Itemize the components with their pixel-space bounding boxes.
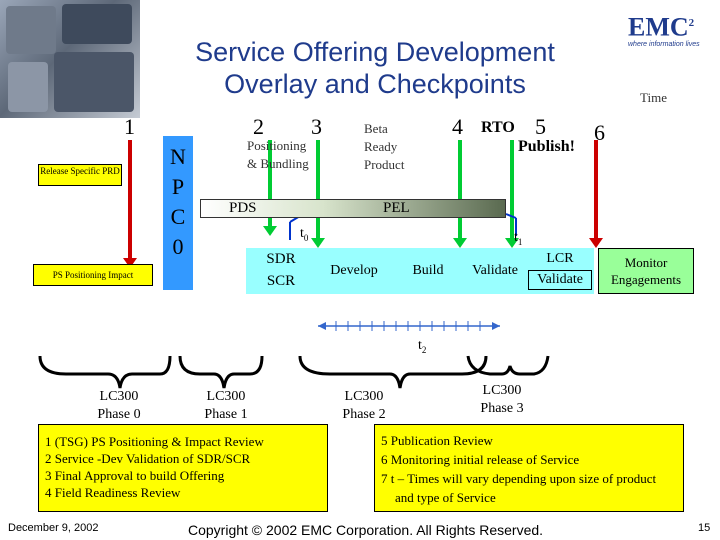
phase-1-line-2: Phase 1: [204, 407, 248, 422]
brace-phase-3: [466, 355, 550, 376]
milestone-arrow-2: [263, 140, 277, 236]
t2-sub: 2: [421, 344, 427, 355]
time-label: Time: [640, 90, 667, 105]
beta-line-3: Product: [364, 157, 405, 172]
phase-2-label: LC300 Phase 2: [331, 388, 397, 424]
legend-left-item: 3 Final Approval to build Offering: [45, 468, 225, 483]
title-line-2: Overlay and Checkpoints: [224, 69, 526, 99]
sdr-scr-box: SDR SCR: [246, 248, 316, 294]
t1-sub: 1: [517, 236, 523, 247]
positioning-line-1: Positioning: [247, 138, 307, 153]
brace-phase-2: [298, 355, 488, 389]
t1-arrow: [505, 213, 517, 236]
milestone-arrow-3: [311, 140, 325, 248]
phase-0-label: LC300 Phase 0: [86, 388, 152, 424]
milestone-rto: RTO: [481, 119, 515, 136]
npco-column: N P C 0: [163, 136, 193, 290]
pel-label: PEL: [383, 200, 410, 216]
legend-left-item: 2 Service -Dev Validation of SDR/SCR: [45, 451, 251, 466]
t2-letter: t: [418, 338, 422, 353]
lcr-box: LCR Validate: [526, 248, 594, 294]
milestone-3: 3: [311, 114, 322, 139]
phase-3-line-1: LC300: [482, 383, 522, 398]
legend-right-item: and type of Service: [395, 490, 496, 505]
slide-title: Service Offering Development Overlay and…: [120, 36, 630, 100]
beta-line-1: Beta: [364, 121, 388, 136]
legend-right-item: 6 Monitoring initial release of Service: [381, 452, 580, 467]
legend-right-item: 5 Publication Review: [381, 433, 493, 448]
lcr-validate-label: Validate: [528, 270, 592, 290]
legend-right-item: 7 t – Times will vary depending upon siz…: [381, 471, 657, 486]
monitor-line-1: Monitor: [624, 255, 668, 270]
emc-logo: EMC2 where information lives: [628, 10, 714, 48]
brace-phase-0: [38, 355, 172, 389]
milestone-arrow-6: [589, 140, 603, 248]
t0-letter: t: [300, 226, 304, 241]
npco-letter-p: P: [171, 174, 185, 199]
t2-timeline: [318, 321, 500, 331]
milestone-2: 2: [253, 114, 264, 139]
t2-label: t2: [418, 338, 426, 355]
legend-left-item: 4 Field Readiness Review: [45, 485, 181, 500]
brace-phase-1: [178, 355, 264, 389]
title-line-1: Service Offering Development: [195, 37, 555, 67]
npco-letter-n: N: [170, 144, 186, 169]
t1-letter: t: [514, 230, 518, 245]
logo-superscript: 2: [688, 17, 695, 29]
logo-tagline: where information lives: [628, 40, 700, 48]
legend-right-box: 5 Publication Review 6 Monitoring initia…: [374, 424, 684, 512]
milestone-5: 5: [535, 114, 546, 139]
positioning-bundling-label: Positioning & Bundling: [247, 137, 309, 173]
npco-letter-c: C: [170, 204, 186, 229]
publish-label: Publish!: [518, 138, 575, 155]
milestone-arrow-5: [505, 140, 519, 248]
milestone-arrow-4: [453, 140, 467, 248]
sdr-label: SDR: [266, 251, 296, 267]
phase-0-line-1: LC300: [99, 389, 139, 404]
phase-0-line-2: Phase 0: [97, 407, 141, 422]
milestone-1: 1: [124, 114, 135, 139]
ps-positioning-box: PS Positioning Impact: [33, 264, 153, 286]
develop-box: Develop: [316, 248, 392, 294]
phase-1-line-1: LC300: [206, 389, 246, 404]
legend-left-box: 1 (TSG) PS Positioning & Impact Review 2…: [38, 424, 328, 512]
phase-1-label: LC300 Phase 1: [193, 388, 259, 424]
beta-line-2: Ready: [364, 139, 398, 154]
pds-pel-bar: PDS PEL: [200, 199, 506, 218]
build-box: Build: [392, 248, 464, 294]
legend-left-item: 1 (TSG) PS Positioning & Impact Review: [45, 434, 264, 449]
milestone-arrow-1: [123, 140, 137, 268]
validate-box: Validate: [464, 248, 526, 294]
milestone-6: 6: [594, 120, 605, 145]
monitor-engagements-box: Monitor Engagements: [598, 248, 694, 294]
footer-copyright: Copyright © 2002 EMC Corporation. All Ri…: [188, 522, 544, 538]
milestone-4: 4: [452, 114, 463, 139]
phase-2-line-2: Phase 2: [342, 407, 386, 422]
monitor-line-2: Engagements: [610, 272, 682, 287]
release-prd-box: Release Specific PRD: [38, 164, 122, 186]
footer-date: December 9, 2002: [8, 522, 99, 534]
scr-label: SCR: [266, 273, 296, 289]
pds-label: PDS: [229, 200, 257, 216]
t0-sub: 0: [303, 232, 309, 243]
lcr-label: LCR: [546, 251, 574, 266]
positioning-line-2: & Bundling: [247, 156, 309, 171]
t0-arrow: [289, 215, 301, 240]
footer-page-number: 15: [698, 522, 711, 534]
phase-2-line-1: LC300: [344, 389, 384, 404]
t1-label: t1: [514, 230, 522, 247]
phase-3-line-2: Phase 3: [480, 401, 524, 416]
t0-label: t0: [300, 226, 308, 243]
header-photo-collage: [0, 0, 140, 118]
phase-3-label: LC300 Phase 3: [469, 382, 535, 418]
npco-letter-0: 0: [172, 234, 184, 259]
logo-text: EMC: [628, 12, 689, 42]
beta-ready-label: Beta Ready Product: [364, 120, 404, 174]
